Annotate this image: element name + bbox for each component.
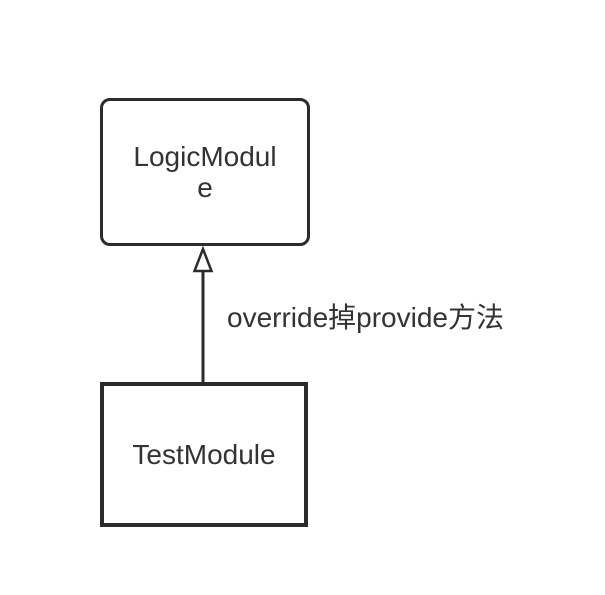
node-logic-module: LogicModule <box>100 98 310 246</box>
node-test-module-label: TestModule <box>132 439 276 470</box>
edge-label: override掉provide方法 <box>227 302 504 333</box>
hollow-triangle-arrowhead-icon <box>192 245 214 273</box>
node-logic-module-label: LogicModule <box>133 141 277 203</box>
node-test-module: TestModule <box>100 382 308 527</box>
